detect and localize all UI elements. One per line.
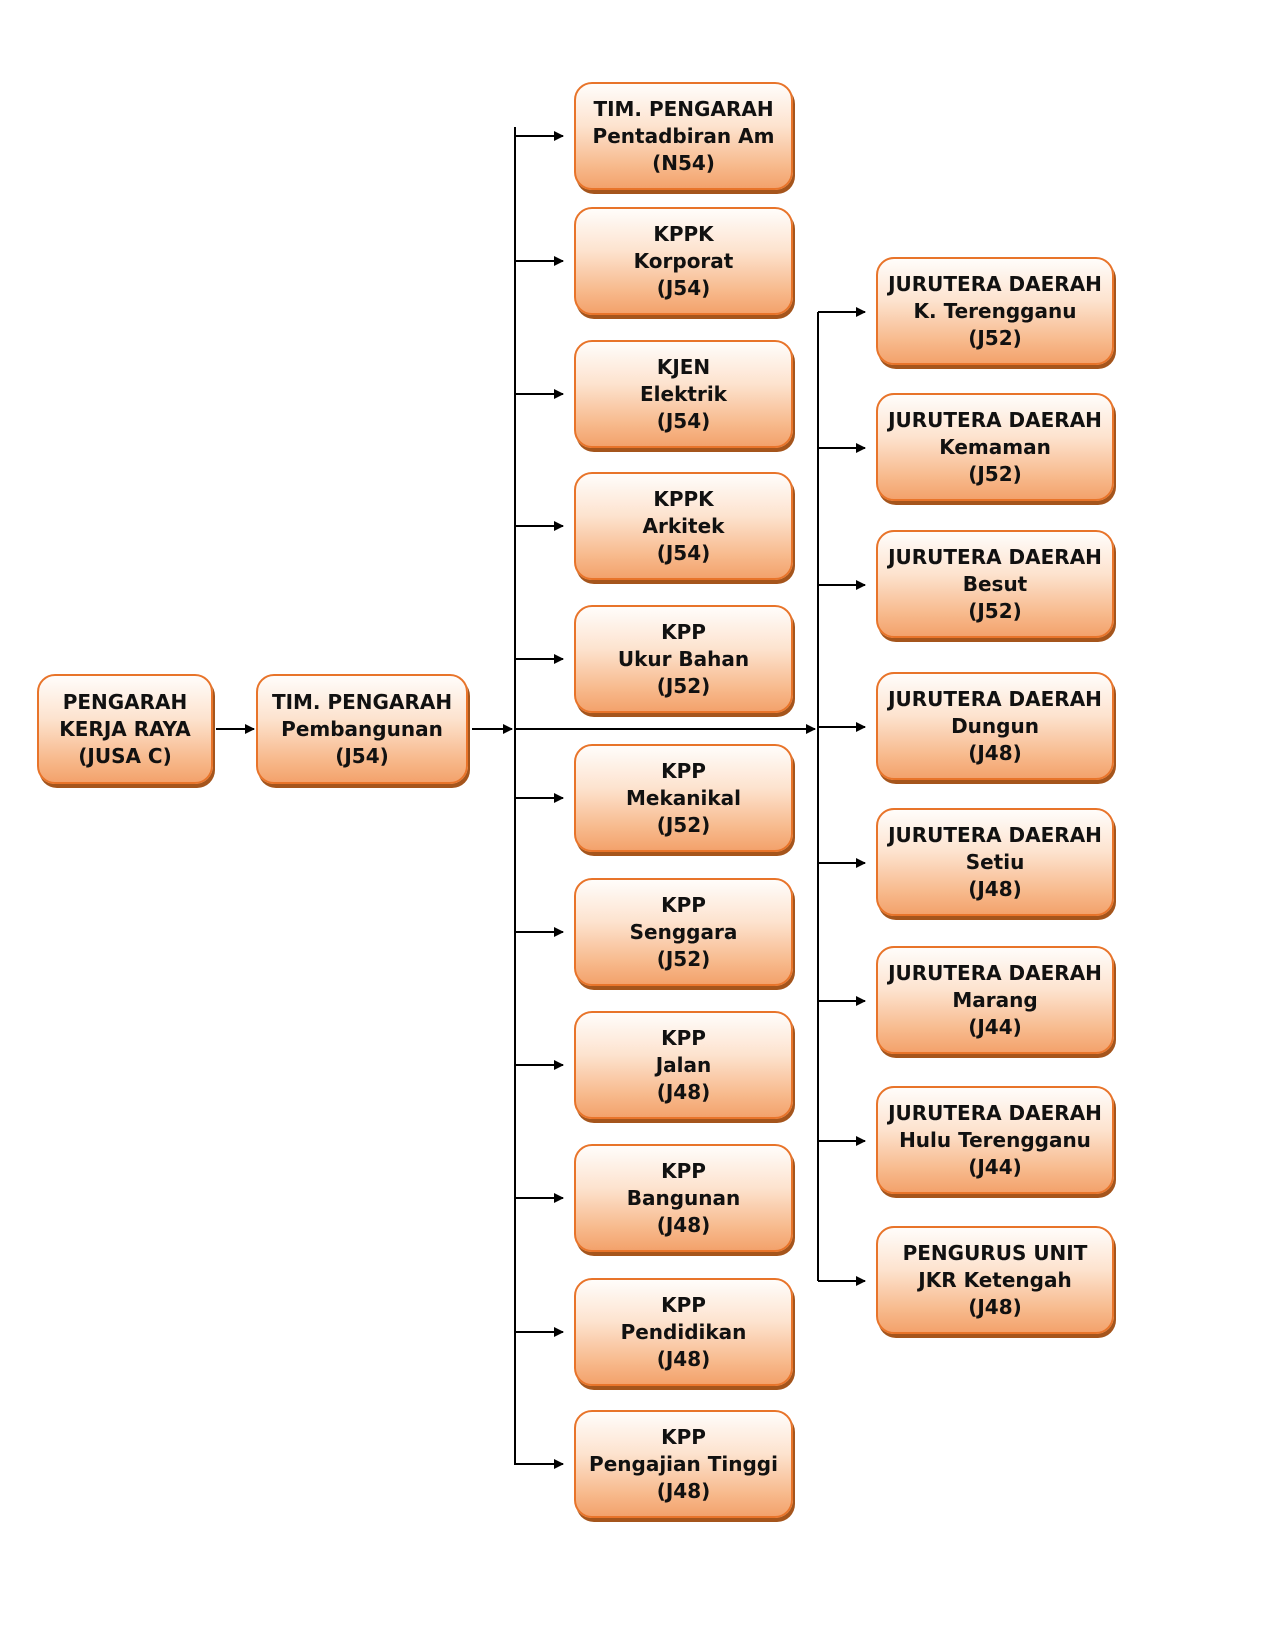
box-grade: (J52) <box>656 812 711 837</box>
box-grade: (J52) <box>656 673 711 698</box>
box-grade: (J54) <box>656 275 711 300</box>
box-grade: (J44) <box>968 1014 1022 1039</box>
box-subtitle: Hulu Terengganu <box>899 1127 1091 1152</box>
box-title: JURUTERA DAERAH <box>888 822 1102 847</box>
box-title: KPP <box>661 1025 706 1050</box>
box-subtitle: Bangunan <box>626 1185 741 1210</box>
box-title: KPP <box>661 1158 706 1183</box>
box-subtitle: Marang <box>952 987 1038 1012</box>
box-subtitle: Pembangunan <box>281 716 443 741</box>
box-title: KPP <box>661 1424 706 1449</box>
box-subtitle: Jalan <box>655 1052 712 1077</box>
box-grade: (J52) <box>968 598 1022 623</box>
box-subtitle: KERJA RAYA <box>59 716 191 741</box>
box-grade: (J48) <box>656 1346 711 1371</box>
box-grade: (J54) <box>656 408 711 433</box>
box-subtitle: JKR Ketengah <box>918 1267 1072 1292</box>
box-title: TIM. PENGARAH <box>271 689 453 714</box>
box-grade: (JUSA C) <box>78 743 172 768</box>
box-title: KPP <box>661 758 706 783</box>
box-subtitle: Besut <box>962 571 1028 596</box>
box-grade: (N54) <box>652 150 715 175</box>
box-grade: (J52) <box>968 325 1022 350</box>
box-grade: (J48) <box>656 1079 711 1104</box>
box-title: KPPK <box>653 221 714 246</box>
box-title: JURUTERA DAERAH <box>888 960 1102 985</box>
box-grade: (J48) <box>656 1478 711 1503</box>
box-subtitle: K. Terengganu <box>913 298 1077 323</box>
box-grade: (J44) <box>968 1154 1022 1179</box>
box-title: JURUTERA DAERAH <box>888 407 1102 432</box>
box-grade: (J48) <box>968 1294 1022 1319</box>
box-grade: (J48) <box>968 740 1022 765</box>
box-grade: (J48) <box>968 876 1022 901</box>
box-subtitle: Pengajian Tinggi <box>589 1451 778 1476</box>
box-title: KPP <box>661 892 706 917</box>
box-subtitle: Ukur Bahan <box>617 646 750 671</box>
box-title: KPP <box>661 619 706 644</box>
box-title: PENGURUS UNIT <box>902 1240 1088 1265</box>
box-grade: (J52) <box>968 461 1022 486</box>
box-subtitle: Pentadbiran Am <box>592 123 775 148</box>
box-title: TIM. PENGARAH <box>593 96 774 121</box>
box-subtitle: Pendidikan <box>620 1319 747 1344</box>
box-subtitle: Setiu <box>965 849 1025 874</box>
box-title: PENGARAH <box>62 689 188 714</box>
box-title: JURUTERA DAERAH <box>888 271 1102 296</box>
box-title: JURUTERA DAERAH <box>888 544 1102 569</box>
box-grade: (J54) <box>656 540 711 565</box>
box-subtitle: Elektrik <box>640 381 727 406</box>
box-grade: (J48) <box>656 1212 711 1237</box>
box-title: KPPK <box>653 486 714 511</box>
box-grade: (J52) <box>656 946 711 971</box>
box-subtitle: Dungun <box>951 713 1039 738</box>
box-subtitle: Korporat <box>633 248 734 273</box>
box-subtitle: Senggara <box>629 919 738 944</box>
box-title: JURUTERA DAERAH <box>888 1100 1102 1125</box>
box-subtitle: Kemaman <box>939 434 1051 459</box>
box-title: KPP <box>661 1292 706 1317</box>
box-subtitle: Arkitek <box>642 513 725 538</box>
box-subtitle: Mekanikal <box>625 785 741 810</box>
box-grade: (J54) <box>335 743 389 768</box>
box-title: KJEN <box>656 354 711 379</box>
box-title: JURUTERA DAERAH <box>888 686 1102 711</box>
